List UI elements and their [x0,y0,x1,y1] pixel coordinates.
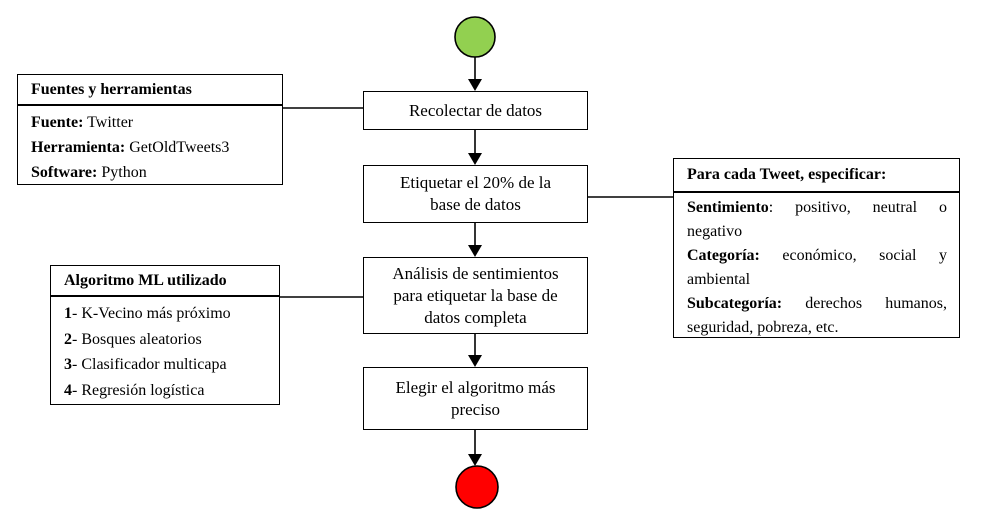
annotation-sources: Fuentes y herramientas Fuente: Twitter H… [17,74,283,185]
annotation-line: Categoría: económico, social y ambiental [687,247,947,288]
end-node [455,465,499,509]
annotation-line: 1- K-Vecino más próximo [64,305,231,322]
annotation-tweet-spec-title: Para cada Tweet, especificar: [674,159,959,193]
start-node [454,16,496,58]
annotation-tweet-spec-body: Sentimiento: positivo, neutral o negativ… [674,193,959,340]
annotation-algorithms-title: Algoritmo ML utilizado [51,266,279,297]
annotation-tweet-spec: Para cada Tweet, especificar: Sentimient… [673,158,960,338]
arrowhead-step1 [468,79,482,91]
annotation-sources-title: Fuentes y herramientas [18,75,282,106]
annotation-line: Sentimiento: positivo, neutral o negativ… [687,199,947,240]
arrowhead-step3 [468,245,482,257]
annotation-algorithms: Algoritmo ML utilizado 1- K-Vecino más p… [50,265,280,405]
arrowhead-step4 [468,355,482,367]
annotation-line: Herramienta: GetOldTweets3 [31,139,230,156]
flow-step-elegir: Elegir el algoritmo más preciso [363,367,588,430]
flow-step-label: Análisis de sentimientos para etiquetar … [392,263,559,327]
annotation-sources-body: Fuente: Twitter Herramienta: GetOldTweet… [18,106,282,185]
annotation-algorithms-body: 1- K-Vecino más próximo 2- Bosques aleat… [51,297,279,403]
annotation-line: 4- Regresión logística [64,381,205,399]
flow-step-etiquetar: Etiquetar el 20% de la base de datos [363,165,588,223]
arrowhead-end [468,454,482,466]
arrowhead-step2 [468,153,482,165]
flow-step-analisis: Análisis de sentimientos para etiquetar … [363,257,588,334]
flow-step-label: Etiquetar el 20% de la base de datos [399,173,552,214]
flow-step-recolectar: Recolectar de datos [363,91,588,130]
flow-step-label: Recolectar de datos [408,100,543,120]
annotation-line: Software: Python [31,164,147,181]
annotation-line: Fuente: Twitter [31,114,134,131]
annotation-line: Subcategoría: derechos humanos, segurida… [687,295,947,336]
annotation-line: 2- Bosques aleatorios [64,330,202,348]
annotation-line: 3- Clasificador multicapa [64,356,227,373]
flow-step-label: Elegir el algoritmo más preciso [395,377,556,419]
